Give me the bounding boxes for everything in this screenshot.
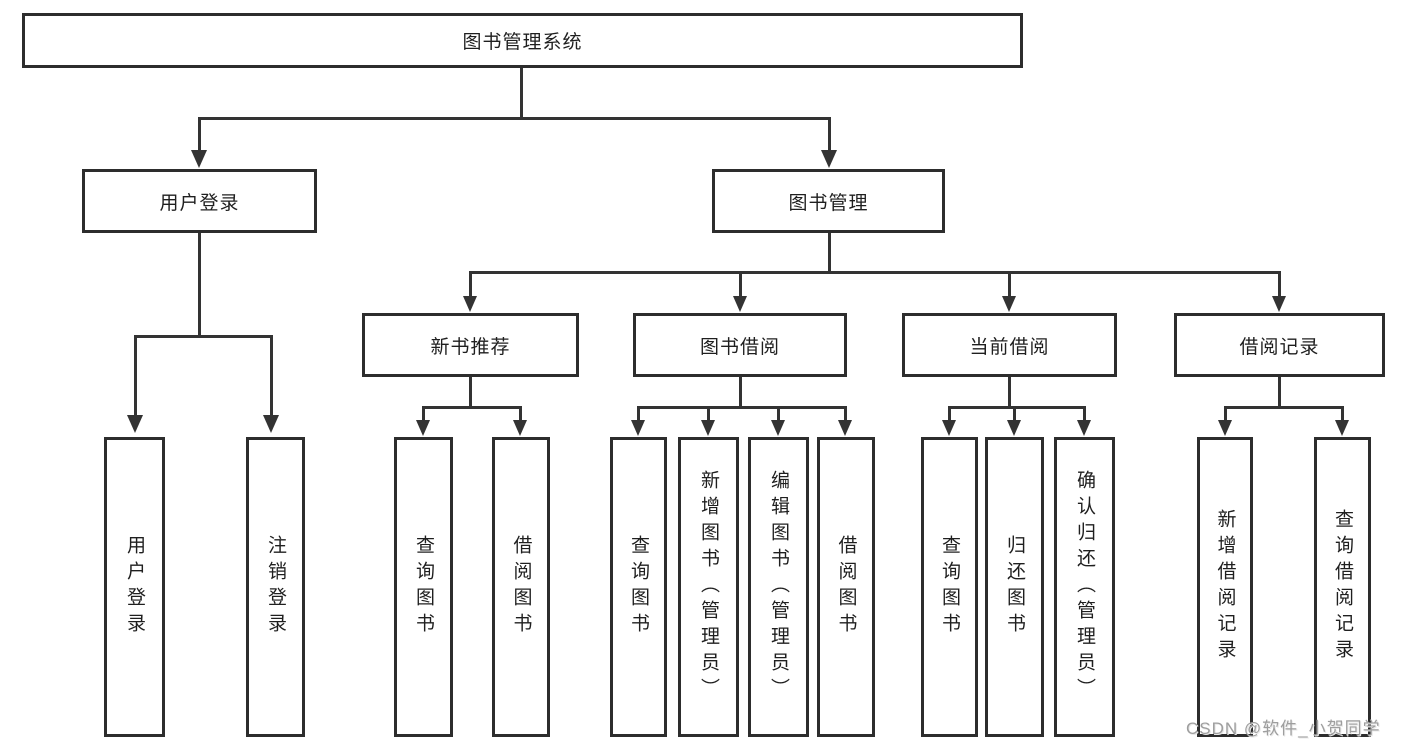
connector-bookborrow-stem (739, 377, 742, 408)
connector-level2-rail (469, 271, 1281, 274)
node-borrow-records-label: 借阅记录 (1239, 336, 1320, 358)
arrow-down-icon (1002, 296, 1016, 312)
node-new-book-recommend-label: 新书推荐 (430, 336, 511, 358)
arrow-down-icon (1335, 420, 1349, 436)
node-library-system-label: 图书管理系统 (462, 32, 583, 53)
node-library-system: 图书管理系统 (22, 13, 1023, 68)
arrow-down-icon (191, 150, 207, 168)
connector-shaft (844, 406, 847, 422)
arrow-down-icon (513, 420, 527, 436)
arrow-down-icon (942, 420, 956, 436)
connector-shaft (422, 406, 425, 422)
connector-shaft (739, 271, 742, 298)
connector-userlogin-stem (198, 233, 201, 337)
leaf-current-return-books: 归还图书 (985, 437, 1044, 737)
leaf-borrow-edit-books-admin-label: 编辑图书（管理员） (768, 470, 789, 704)
leaf-current-return-books-label: 归还图书 (1004, 535, 1025, 639)
connector-level1-rail (198, 117, 831, 120)
node-new-book-recommend: 新书推荐 (362, 313, 579, 377)
leaf-records-query-record-label: 查询借阅记录 (1332, 509, 1353, 665)
arrow-down-icon (1272, 296, 1286, 312)
connector-recommend-rail (422, 406, 522, 409)
connector-shaft (707, 406, 710, 422)
node-book-management-label: 图书管理 (788, 192, 869, 214)
arrow-down-icon (771, 420, 785, 436)
connector-shaft (1224, 406, 1227, 422)
leaf-user-login: 用户登录 (104, 437, 165, 737)
connector-shaft (519, 406, 522, 422)
connector-shaft (948, 406, 951, 422)
arrow-down-icon (263, 415, 279, 433)
connector-shaft (1083, 406, 1086, 422)
connector-bookmgmt-stem (828, 233, 831, 273)
connector-currentborrow-rail (948, 406, 1085, 409)
connector-shaft (134, 335, 137, 417)
leaf-current-confirm-return-admin-label: 确认归还（管理员） (1074, 470, 1095, 704)
leaf-borrow-borrow-books-label: 借阅图书 (835, 535, 857, 639)
leaf-user-login-label: 用户登录 (124, 535, 145, 639)
node-book-borrow: 图书借阅 (633, 313, 847, 377)
leaf-logout-label: 注销登录 (265, 535, 286, 639)
connector-shaft (1341, 406, 1344, 422)
connector-shaft (469, 271, 472, 298)
leaf-recommend-borrow-books-label: 借阅图书 (510, 535, 532, 639)
node-book-borrow-label: 图书借阅 (699, 336, 780, 358)
node-current-borrow: 当前借阅 (902, 313, 1117, 377)
arrow-down-icon (631, 420, 645, 436)
arrow-down-icon (838, 420, 852, 436)
connector-root-stem (520, 68, 523, 118)
leaf-borrow-edit-books-admin: 编辑图书（管理员） (748, 437, 809, 737)
leaf-borrow-borrow-books: 借阅图书 (817, 437, 875, 737)
connector-shaft (1013, 406, 1016, 422)
leaf-recommend-query-books: 查询图书 (394, 437, 453, 737)
node-book-management: 图书管理 (712, 169, 945, 233)
arrow-down-icon (821, 150, 837, 168)
csdn-watermark: CSDN @软件_小贺同学 (1186, 719, 1381, 738)
connector-shaft (777, 406, 780, 422)
connector-recommend-stem (469, 377, 472, 408)
leaf-current-query-books-label: 查询图书 (939, 535, 960, 639)
leaf-records-add-record-label: 新增借阅记录 (1214, 509, 1236, 665)
connector-shaft (270, 335, 273, 417)
node-user-login-label: 用户登录 (159, 192, 240, 214)
node-borrow-records: 借阅记录 (1174, 313, 1385, 377)
connector-shaft (1278, 271, 1281, 298)
arrow-down-icon (733, 296, 747, 312)
connector-shaft (1008, 271, 1011, 298)
connector-userlogin-rail (134, 335, 273, 338)
arrow-down-icon (463, 296, 477, 312)
connector-records-stem (1278, 377, 1281, 408)
connector-shaft (828, 117, 831, 152)
leaf-current-confirm-return-admin: 确认归还（管理员） (1054, 437, 1115, 737)
node-user-login: 用户登录 (82, 169, 317, 233)
connector-bookborrow-rail (637, 406, 846, 409)
leaf-borrow-add-books-admin: 新增图书（管理员） (678, 437, 739, 737)
leaf-logout: 注销登录 (246, 437, 305, 737)
connector-shaft (637, 406, 640, 422)
arrow-down-icon (1218, 420, 1232, 436)
leaf-recommend-query-books-label: 查询图书 (413, 535, 434, 639)
arrow-down-icon (701, 420, 715, 436)
leaf-borrow-query-books: 查询图书 (610, 437, 667, 737)
leaf-borrow-query-books-label: 查询图书 (628, 535, 649, 639)
leaf-current-query-books: 查询图书 (921, 437, 978, 737)
connector-currentborrow-stem (1008, 377, 1011, 408)
arrow-down-icon (1077, 420, 1091, 436)
node-current-borrow-label: 当前借阅 (969, 336, 1050, 358)
arrow-down-icon (416, 420, 430, 436)
leaf-records-query-record: 查询借阅记录 (1314, 437, 1371, 737)
leaf-borrow-add-books-admin-label: 新增图书（管理员） (698, 470, 719, 704)
arrow-down-icon (1007, 420, 1021, 436)
arrow-down-icon (127, 415, 143, 433)
connector-records-rail (1224, 406, 1343, 409)
leaf-recommend-borrow-books: 借阅图书 (492, 437, 550, 737)
connector-shaft (198, 117, 201, 152)
leaf-records-add-record: 新增借阅记录 (1197, 437, 1253, 737)
